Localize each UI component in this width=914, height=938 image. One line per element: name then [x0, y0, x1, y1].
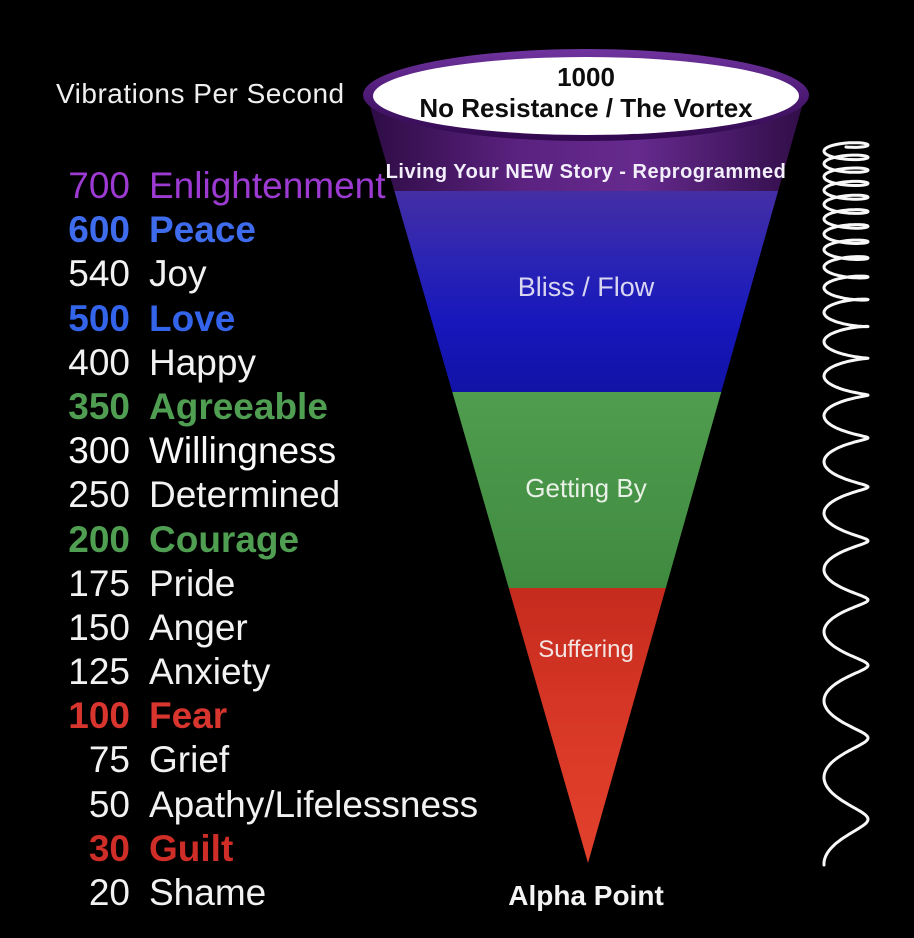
funnel-top-label: No Resistance / The Vortex	[419, 93, 753, 123]
funnel-band-label: Living Your NEW Story - Reprogrammed	[386, 161, 787, 183]
scale-row: 250 Determined	[52, 473, 522, 517]
scale-row-value: 600	[68, 209, 130, 251]
funnel-mouth	[373, 57, 799, 135]
scale-row-label: Anger	[149, 606, 248, 648]
scale-row-label: Peace	[149, 209, 256, 251]
frequency-wave-icon	[822, 141, 870, 867]
vortex-funnel: 1000 No Resistance / The Vortex Living Y…	[363, 49, 809, 911]
funnel-label-getting-by: Getting By	[525, 473, 646, 503]
scale-row-label: Love	[149, 297, 236, 339]
scale-row-value: 30	[88, 827, 130, 869]
scale-row: 175 Pride	[52, 562, 522, 606]
scale-row-label: Apathy/Lifelessness	[149, 783, 479, 825]
scale-row-label: Fear	[149, 695, 228, 737]
scale-row: 300 Willingness	[52, 429, 522, 473]
scale-row: 20 Shame	[52, 871, 522, 915]
scale-row-label: Enlightenment	[149, 165, 386, 206]
scale-row-label: Happy	[149, 341, 256, 383]
scale-row: 150 Anger	[52, 606, 522, 650]
funnel-section-suffering	[367, 588, 805, 863]
scale-row-value: 300	[68, 430, 130, 472]
scale-row-label: Determined	[149, 474, 341, 516]
scale-row: 50 Apathy/Lifelessness	[52, 783, 522, 827]
scale-row-value: 540	[68, 253, 130, 295]
funnel-label-suffering: Suffering	[538, 636, 634, 663]
scale-row-value: 350	[68, 385, 130, 427]
scale-row-label: Guilt	[149, 827, 234, 869]
scale-row: 600 Peace	[52, 208, 522, 252]
scale-row: 75 Grief	[52, 738, 522, 782]
scale-row-label: Willingness	[149, 430, 337, 472]
page-title: Vibrations Per Second	[56, 78, 345, 109]
scale-row-value: 20	[88, 872, 130, 913]
scale-row: 700 Enlightenment	[52, 164, 522, 208]
alpha-point-label: Alpha Point	[508, 880, 664, 911]
scale-row-value: 250	[68, 474, 130, 516]
scale-row-value: 150	[68, 606, 130, 648]
scale-row-label: Anxiety	[149, 651, 271, 693]
scale-row: 30 Guilt	[52, 827, 522, 871]
scale-row-value: 125	[68, 651, 130, 693]
funnel-top-value: 1000	[557, 62, 615, 92]
funnel-label-bliss-flow: Bliss / Flow	[518, 272, 655, 302]
scale-row: 350 Agreeable	[52, 385, 522, 429]
scale-row-label: Joy	[149, 253, 207, 295]
scale-row: 125 Anxiety	[52, 650, 522, 694]
scale-row: 200 Courage	[52, 518, 522, 562]
scale-row-value: 400	[68, 341, 130, 383]
scale-row-label: Shame	[149, 872, 267, 913]
scale-row: 100 Fear	[52, 694, 522, 738]
scale-row: 540 Joy	[52, 252, 522, 296]
scale-row-label: Pride	[149, 562, 236, 604]
scale-row: 400 Happy	[52, 341, 522, 385]
scale-row-value: 700	[68, 165, 130, 206]
scale-row-value: 75	[88, 739, 130, 781]
scale-row-label: Grief	[149, 739, 230, 781]
scale-row-value: 200	[68, 518, 130, 560]
scale-row-value: 175	[68, 562, 130, 604]
scale-row-label: Courage	[149, 518, 300, 560]
scale-row-value: 100	[68, 695, 130, 737]
scale-row-value: 50	[88, 783, 130, 825]
scale-row-value: 500	[68, 297, 130, 339]
scale-row-label: Agreeable	[149, 385, 328, 427]
scale-row: 500 Love	[52, 297, 522, 341]
